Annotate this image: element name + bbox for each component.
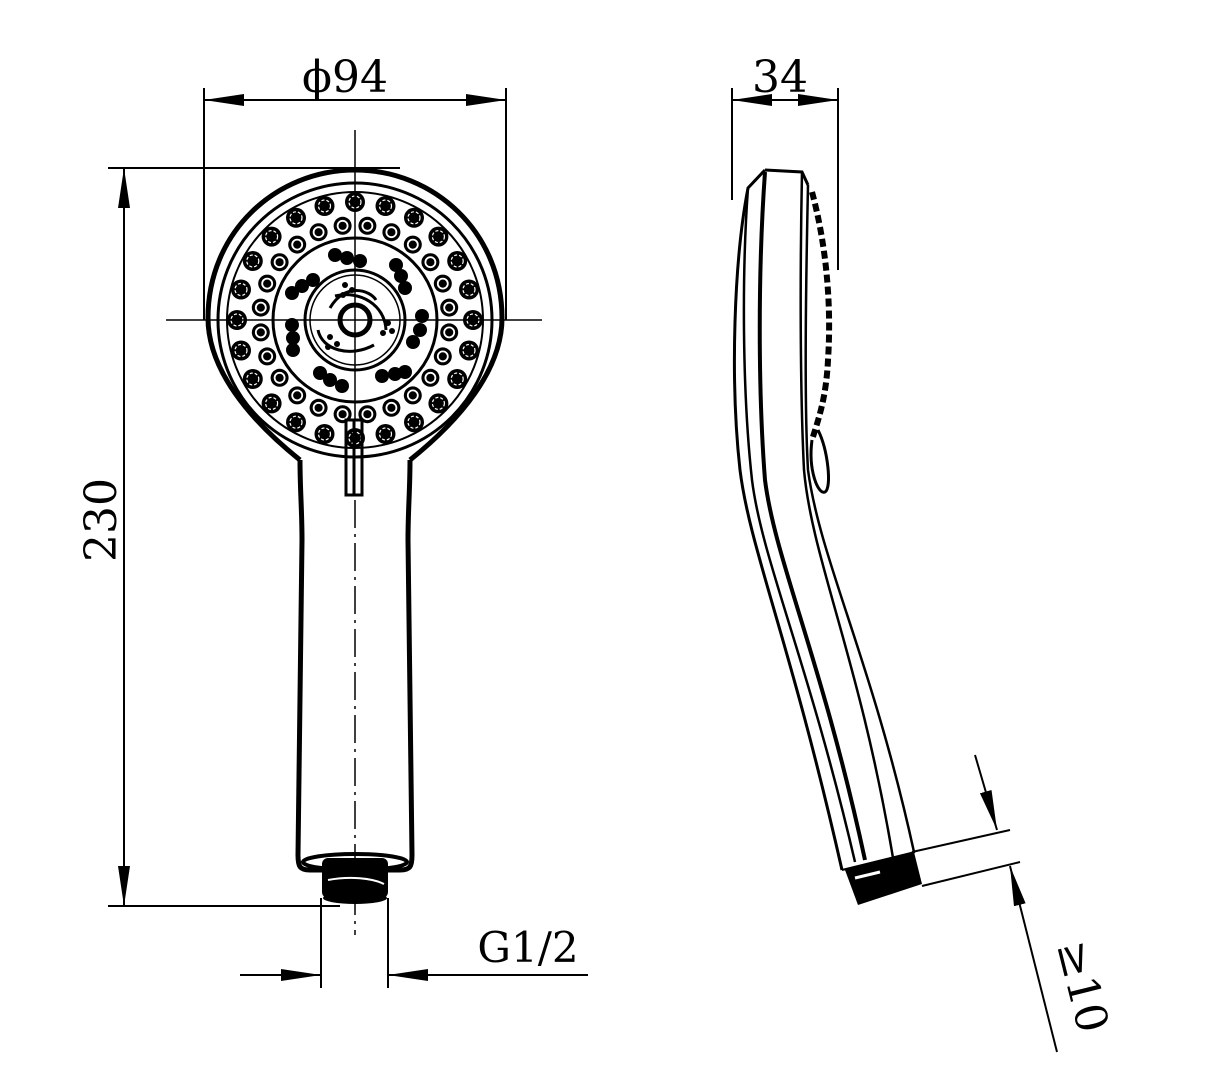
side-view: 34 ≥10 [731,52,1118,1053]
nozzle [420,252,441,273]
thread-connector [301,852,409,904]
nozzle [381,397,402,418]
head-diameter-label: ϕ94 [302,52,388,103]
nozzle [308,222,329,243]
mode-switch [344,418,364,497]
nozzle [250,297,271,318]
nozzle [242,250,264,272]
nozzle [420,367,441,388]
nozzle [446,250,468,272]
nozzle [427,392,449,414]
nozzle [403,411,425,433]
nozzle [402,234,423,255]
nozzle [427,226,449,248]
nozzle [230,278,252,301]
nozzle [446,368,468,390]
nozzle [458,339,480,362]
nozzle [261,392,283,414]
nozzle [313,423,336,445]
nozzle [250,322,271,343]
side-profile [732,168,916,871]
nozzle [374,195,397,217]
nozzle [285,207,307,229]
nozzle [269,252,290,273]
nozzle [357,215,378,236]
head-depth-label: 34 [752,52,808,103]
nozzle [403,207,425,229]
nozzle [402,385,423,406]
nozzle [242,368,264,390]
nozzle [374,423,397,445]
thread-length-label: ≥10 [1046,935,1118,1037]
nozzle [308,397,329,418]
massage-nozzles [285,248,429,393]
nozzle [261,226,283,248]
side-thread-connector [845,852,922,905]
overall-length-label: 230 [76,478,127,562]
nozzle [313,195,336,217]
head-depth-dimension: 34 [731,52,839,270]
nozzle [287,385,308,406]
nozzle [439,297,460,318]
nozzle [257,273,278,294]
nozzle [230,339,252,362]
nozzle [432,273,453,294]
thread-label: G1/2 [477,923,578,972]
thread-dimension: G1/2 [240,898,588,988]
nozzle [458,278,480,301]
front-view: ϕ94 230 [76,52,588,988]
nozzle [432,346,453,367]
nozzle [285,411,307,433]
nozzle [287,234,308,255]
thread-length-dimension: ≥10 [911,754,1118,1053]
nozzle [257,346,278,367]
nozzle [381,222,402,243]
center-spray-dots [325,282,395,350]
overall-length-dimension: 230 [76,167,400,907]
head-diameter-dimension: ϕ94 [203,52,507,320]
nozzle [439,322,460,343]
nozzle [269,367,290,388]
nozzle [332,215,353,236]
